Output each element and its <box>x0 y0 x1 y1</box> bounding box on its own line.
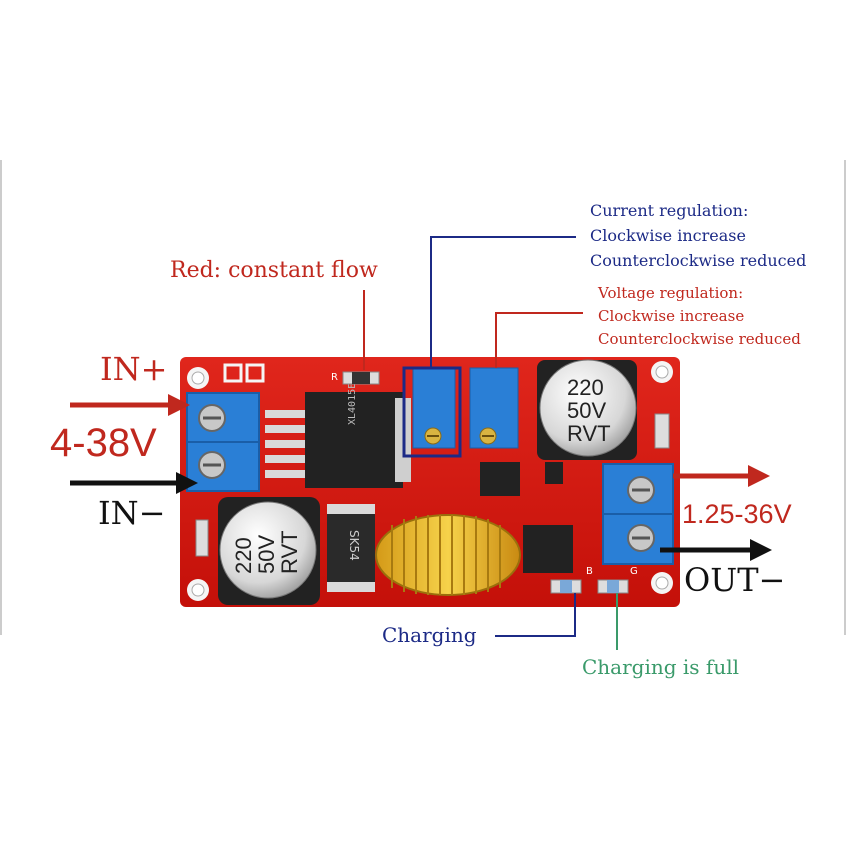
input-terminal-block <box>186 392 260 492</box>
output-terminal-block <box>602 463 674 565</box>
voltage-reg-leader <box>495 312 583 368</box>
constant-flow-label: Red: constant flow <box>170 258 378 283</box>
silkscreen-g: G <box>630 566 638 577</box>
diode-marking: SK54 <box>347 530 361 561</box>
ic-marking: XL4015E1 <box>347 377 358 425</box>
current-regulation-counterclockwise: Counterclockwise reduced <box>590 251 807 270</box>
left-edge-line <box>0 160 2 635</box>
small-chip-3 <box>545 462 563 484</box>
left-cap-series: RVT <box>277 530 302 574</box>
left-capacitor <box>218 497 320 605</box>
out-minus-arrow <box>660 539 772 561</box>
charging-leader <box>495 593 576 637</box>
mounting-holes <box>187 361 673 601</box>
output-voltage-label: 1.25-36V <box>682 499 792 529</box>
smd-part-right <box>654 413 670 449</box>
input-voltage-label: 4-38V <box>50 421 157 465</box>
left-cap-value: 220 <box>231 537 256 574</box>
charging-full-label: Charging is full <box>582 655 740 679</box>
silkscreen-b: B <box>586 566 593 577</box>
voltage-regulation-title: Voltage regulation: <box>598 284 744 302</box>
voltage-regulation-clockwise: Clockwise increase <box>598 307 745 325</box>
charging-label: Charging <box>382 623 477 647</box>
out-minus-label: OUT− <box>684 561 786 599</box>
in-plus-arrow <box>70 394 190 416</box>
in-minus-label: IN− <box>98 494 166 532</box>
charging-led <box>550 579 582 594</box>
smd-part-left <box>195 519 209 557</box>
out-plus-arrow <box>673 465 770 487</box>
right-capacitor <box>537 359 637 460</box>
in-plus-label: IN+ <box>100 350 168 388</box>
in-minus-arrow <box>70 472 198 494</box>
current-potentiometer <box>412 367 456 449</box>
charging-full-led <box>597 579 629 594</box>
inductor-coil <box>375 514 521 596</box>
red-led-resistor <box>342 371 380 385</box>
left-cap-voltage: 50V <box>254 535 279 574</box>
voltage-regulation-counterclockwise: Counterclockwise reduced <box>598 330 801 348</box>
small-chip-2 <box>523 525 573 573</box>
current-regulation-title: Current regulation: <box>590 201 749 220</box>
xl4015-ic <box>265 392 411 488</box>
silkscreen-r: R <box>331 372 338 383</box>
current-regulation-clockwise: Clockwise increase <box>590 226 746 245</box>
small-chip-1 <box>480 462 520 496</box>
right-edge-line <box>844 160 846 635</box>
silkscreen-pads <box>223 363 265 383</box>
right-cap-value: 220 <box>567 375 604 400</box>
sk54-diode <box>327 504 375 592</box>
current-reg-leader <box>430 236 576 368</box>
right-cap-voltage: 50V <box>567 398 606 423</box>
voltage-potentiometer <box>469 367 519 449</box>
right-cap-series: RVT <box>567 421 611 446</box>
